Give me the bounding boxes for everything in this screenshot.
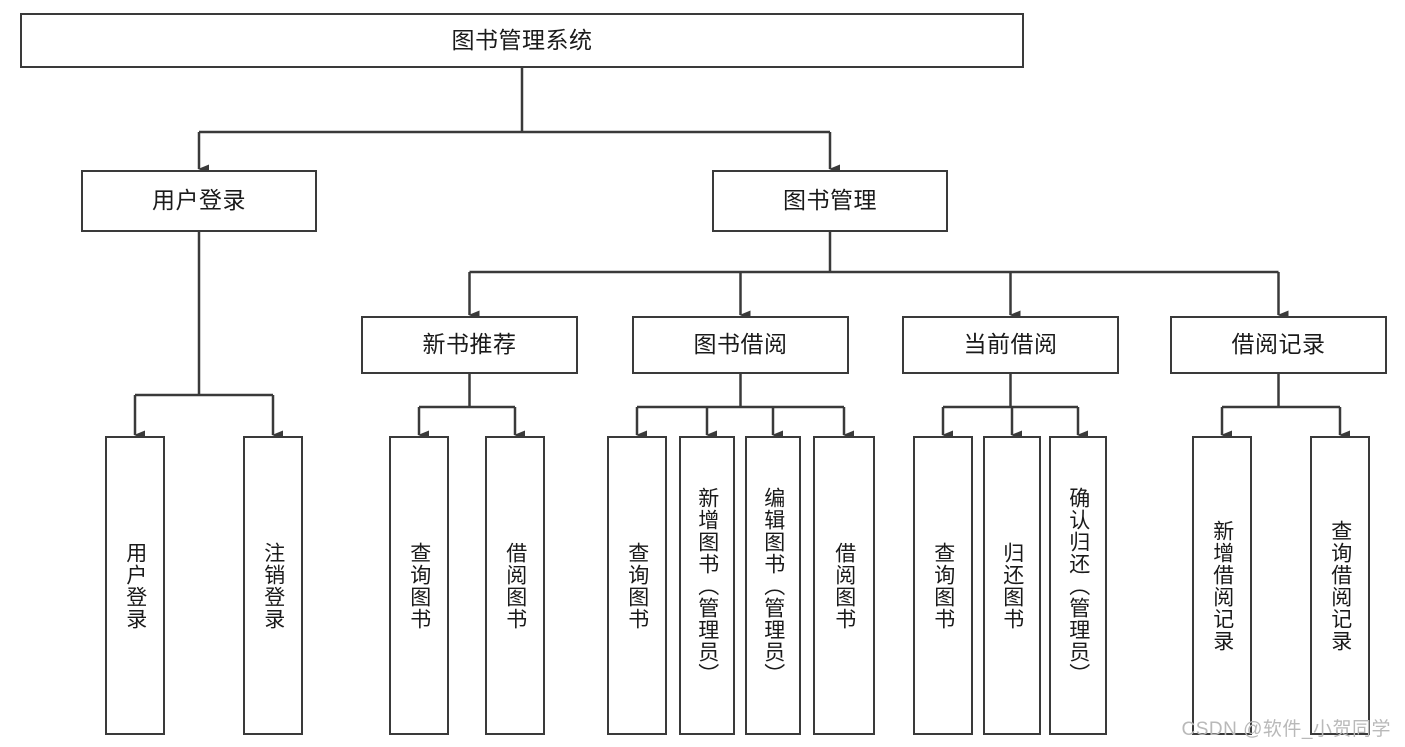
node-label: 借阅记录: [1231, 331, 1326, 358]
node-leaf4[interactable]: 借阅图书: [485, 436, 545, 735]
node-label: 新书推荐: [422, 331, 517, 358]
node-l1b[interactable]: 图书管理: [712, 170, 948, 232]
node-leaf1[interactable]: 用户登录: [105, 436, 165, 735]
node-label: 借阅图书: [832, 541, 856, 630]
node-label: 图书借阅: [693, 331, 788, 358]
node-label: 新增图书（管理员）: [695, 486, 719, 685]
node-leaf12[interactable]: 新增借阅记录: [1192, 436, 1252, 735]
node-leaf11[interactable]: 确认归还（管理员）: [1049, 436, 1107, 735]
node-label: 注销登录: [261, 541, 285, 630]
node-l2d[interactable]: 借阅记录: [1170, 316, 1387, 374]
node-label: 图书管理系统: [451, 26, 593, 53]
node-root[interactable]: 图书管理系统: [20, 13, 1024, 68]
node-label: 图书管理: [783, 187, 877, 214]
node-label: 编辑图书（管理员）: [761, 486, 785, 685]
node-l1a[interactable]: 用户登录: [81, 170, 317, 232]
edge-paths: [133, 68, 1350, 440]
node-label: 查询借阅记录: [1328, 519, 1352, 652]
node-label: 借阅图书: [503, 541, 527, 630]
node-label: 查询图书: [407, 541, 431, 630]
node-label: 查询图书: [931, 541, 955, 630]
node-leaf10[interactable]: 归还图书: [983, 436, 1041, 735]
node-label: 查询图书: [625, 541, 649, 630]
node-label: 用户登录: [152, 187, 246, 214]
node-leaf3[interactable]: 查询图书: [389, 436, 449, 735]
node-leaf9[interactable]: 查询图书: [913, 436, 973, 735]
node-label: 用户登录: [123, 541, 147, 630]
node-label: 当前借阅: [963, 331, 1058, 358]
node-leaf2[interactable]: 注销登录: [243, 436, 303, 735]
node-leaf13[interactable]: 查询借阅记录: [1310, 436, 1370, 735]
node-label: 确认归还（管理员）: [1066, 486, 1090, 685]
node-leaf6[interactable]: 新增图书（管理员）: [679, 436, 735, 735]
node-l2c[interactable]: 当前借阅: [902, 316, 1119, 374]
node-leaf8[interactable]: 借阅图书: [813, 436, 875, 735]
node-l2b[interactable]: 图书借阅: [632, 316, 849, 374]
node-label: 归还图书: [1000, 541, 1024, 630]
node-l2a[interactable]: 新书推荐: [361, 316, 578, 374]
node-leaf5[interactable]: 查询图书: [607, 436, 667, 735]
node-leaf7[interactable]: 编辑图书（管理员）: [745, 436, 801, 735]
watermark-label: CSDN @软件_小贺同学: [1181, 719, 1391, 740]
node-label: 新增借阅记录: [1210, 519, 1234, 652]
